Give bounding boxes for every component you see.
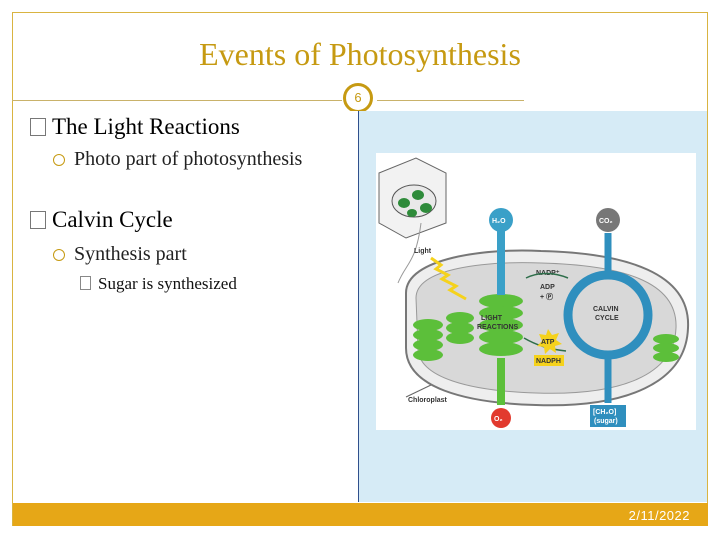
atp-label: ATP (541, 339, 555, 346)
h2o-circle (489, 208, 513, 232)
subsubbullet-sugar: Sugar is synthesized (80, 274, 237, 294)
bullet-text: Calvin Cycle (52, 207, 173, 232)
nadph-label: NADPH (536, 358, 561, 365)
sugar-box (590, 405, 626, 427)
calvin-label-1: CALVIN (593, 306, 619, 313)
h2o-label: H₂O (492, 218, 506, 225)
co2-circle (596, 208, 620, 232)
chloroplast-label: Chloroplast (408, 397, 448, 404)
photosynthesis-diagram: Light H₂O O₂ CO₂ CALVIN CYCLE [CH₂O] (su… (376, 153, 696, 430)
title-rule-right (377, 100, 524, 101)
circle-bullet-icon (53, 154, 65, 166)
circle-bullet-icon (53, 249, 65, 261)
bullet-light-reactions: The Light Reactions (30, 114, 240, 140)
bullet-glyph (80, 276, 91, 290)
thylakoid-stack-right (653, 334, 679, 362)
o2-circle (491, 408, 511, 428)
slide-number: 6 (343, 83, 373, 113)
subbullet-synthesis-part: Synthesis part (53, 241, 304, 268)
calvin-label-2: CYCLE (595, 315, 619, 322)
sugar-label-1: [CH₂O] (593, 409, 616, 416)
thylakoid-stack-left2 (446, 312, 474, 344)
light-bolt-icon (430, 256, 467, 301)
slide-date: 2/11/2022 (628, 508, 690, 523)
subsubbullet-text: Sugar is synthesized (98, 274, 237, 293)
sugar-label-2: (sugar) (594, 418, 618, 425)
diagram-svg: Light H₂O O₂ CO₂ CALVIN CYCLE [CH₂O] (su… (378, 157, 690, 428)
bullet-text: The Light Reactions (52, 114, 240, 139)
leaf-cell-sketch-icon (378, 157, 447, 284)
nadph-box (534, 355, 564, 366)
pi-label: + Ⓟ (540, 292, 553, 301)
co2-label: CO₂ (599, 218, 613, 225)
subbullet-text: Photo part of photosynthesis (74, 148, 303, 170)
thylakoid-stack-left (413, 319, 443, 361)
light-label: Light (414, 248, 432, 255)
bullet-glyph (30, 118, 46, 136)
bullet-glyph (30, 211, 46, 229)
atp-star-icon (537, 329, 562, 354)
adp-label: ADP (540, 284, 555, 291)
o2-label: O₂ (494, 416, 503, 423)
slide-title: Events of Photosynthesis (199, 36, 521, 72)
bullet-calvin-cycle: Calvin Cycle (30, 207, 173, 233)
light-reactions-label-1: LIGHT (481, 315, 503, 322)
subbullet-photo-part: Photo part of photosynthesis (53, 146, 304, 173)
content-panel (13, 111, 359, 502)
light-reactions-label-2: REACTIONS (477, 324, 519, 331)
subbullet-text: Synthesis part (74, 243, 187, 265)
thylakoid-stack-center (479, 294, 523, 356)
title-rule-left (12, 100, 342, 101)
footer-bar (13, 503, 708, 526)
